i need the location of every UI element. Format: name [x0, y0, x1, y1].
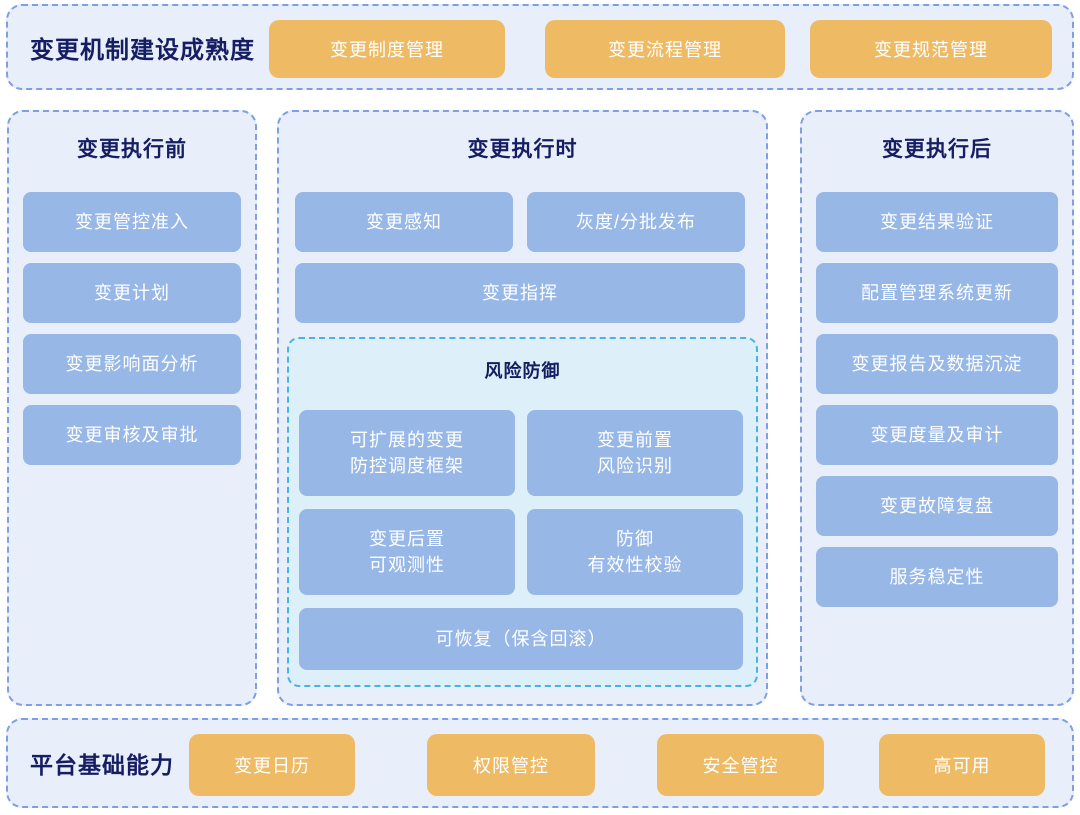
block-change-result-verification: 变更结果验证 [816, 192, 1058, 252]
panel-before-change-execution: 变更执行前 变更管控准入 变更计划 变更影响面分析 变更审核及审批 [7, 110, 257, 706]
block-pre-change-risk-identification: 变更前置 风险识别 [527, 410, 743, 496]
panel-before-title: 变更执行前 [77, 138, 187, 161]
block-gray-batch-release: 灰度/分批发布 [527, 192, 745, 252]
block-defense-effectiveness-verification: 防御 有效性校验 [527, 509, 743, 595]
bottom-bar-platform-base-capability: 平台基础能力 变更日历 权限管控 安全管控 高可用 [6, 718, 1074, 808]
block-high-availability: 高可用 [879, 734, 1045, 796]
block-post-change-observability: 变更后置 可观测性 [299, 509, 515, 595]
block-config-management-system-update: 配置管理系统更新 [816, 263, 1058, 323]
panel-during-items: 变更感知 灰度/分批发布 变更指挥 [295, 192, 745, 323]
block-change-report-data-accumulation: 变更报告及数据沉淀 [816, 334, 1058, 394]
block-change-failure-review: 变更故障复盘 [816, 476, 1058, 536]
block-service-stability: 服务稳定性 [816, 547, 1058, 607]
block-recoverable-including-rollback: 可恢复（保含回滚） [299, 608, 743, 670]
risk-defense-grid: 可扩展的变更 防控调度框架 变更前置 风险识别 变更后置 可观测性 防御 有效性… [299, 410, 743, 595]
block-change-awareness: 变更感知 [295, 192, 513, 252]
block-change-command: 变更指挥 [295, 263, 745, 323]
block-change-measurement-audit: 变更度量及审计 [816, 405, 1058, 465]
panel-after-items: 变更结果验证 配置管理系统更新 变更报告及数据沉淀 变更度量及审计 变更故障复盘… [816, 192, 1058, 607]
block-change-standard-management: 变更规范管理 [810, 20, 1052, 78]
risk-defense-group: 风险防御 可扩展的变更 防控调度框架 变更前置 风险识别 变更后置 可观测性 防… [287, 337, 758, 687]
block-change-system-management: 变更制度管理 [269, 20, 505, 78]
panel-after-change-execution: 变更执行后 变更结果验证 配置管理系统更新 变更报告及数据沉淀 变更度量及审计 … [800, 110, 1074, 706]
block-scalable-change-control-framework: 可扩展的变更 防控调度框架 [299, 410, 515, 496]
panel-during-title: 变更执行时 [467, 138, 578, 161]
panel-after-title: 变更执行后 [882, 138, 992, 161]
panel-during-change-execution: 变更执行时 变更感知 灰度/分批发布 变更指挥 风险防御 可扩展的变更 防控调度… [277, 110, 768, 706]
block-change-calendar: 变更日历 [189, 734, 355, 796]
block-change-plan: 变更计划 [23, 263, 241, 323]
block-change-control-admission: 变更管控准入 [23, 192, 241, 252]
top-bar-title: 变更机制建设成熟度 [30, 36, 255, 64]
block-security-control: 安全管控 [657, 734, 824, 796]
during-row-1: 变更感知 灰度/分批发布 [295, 192, 745, 252]
panel-before-items: 变更管控准入 变更计划 变更影响面分析 变更审核及审批 [23, 192, 241, 465]
block-change-impact-analysis: 变更影响面分析 [23, 334, 241, 394]
block-change-process-management: 变更流程管理 [545, 20, 785, 78]
bottom-bar-title: 平台基础能力 [30, 752, 174, 778]
top-bar-change-mechanism-maturity: 变更机制建设成熟度 变更制度管理 变更流程管理 变更规范管理 [6, 4, 1074, 90]
block-change-review-approval: 变更审核及审批 [23, 405, 241, 465]
risk-defense-title: 风险防御 [484, 361, 561, 381]
block-permission-control: 权限管控 [427, 734, 595, 796]
